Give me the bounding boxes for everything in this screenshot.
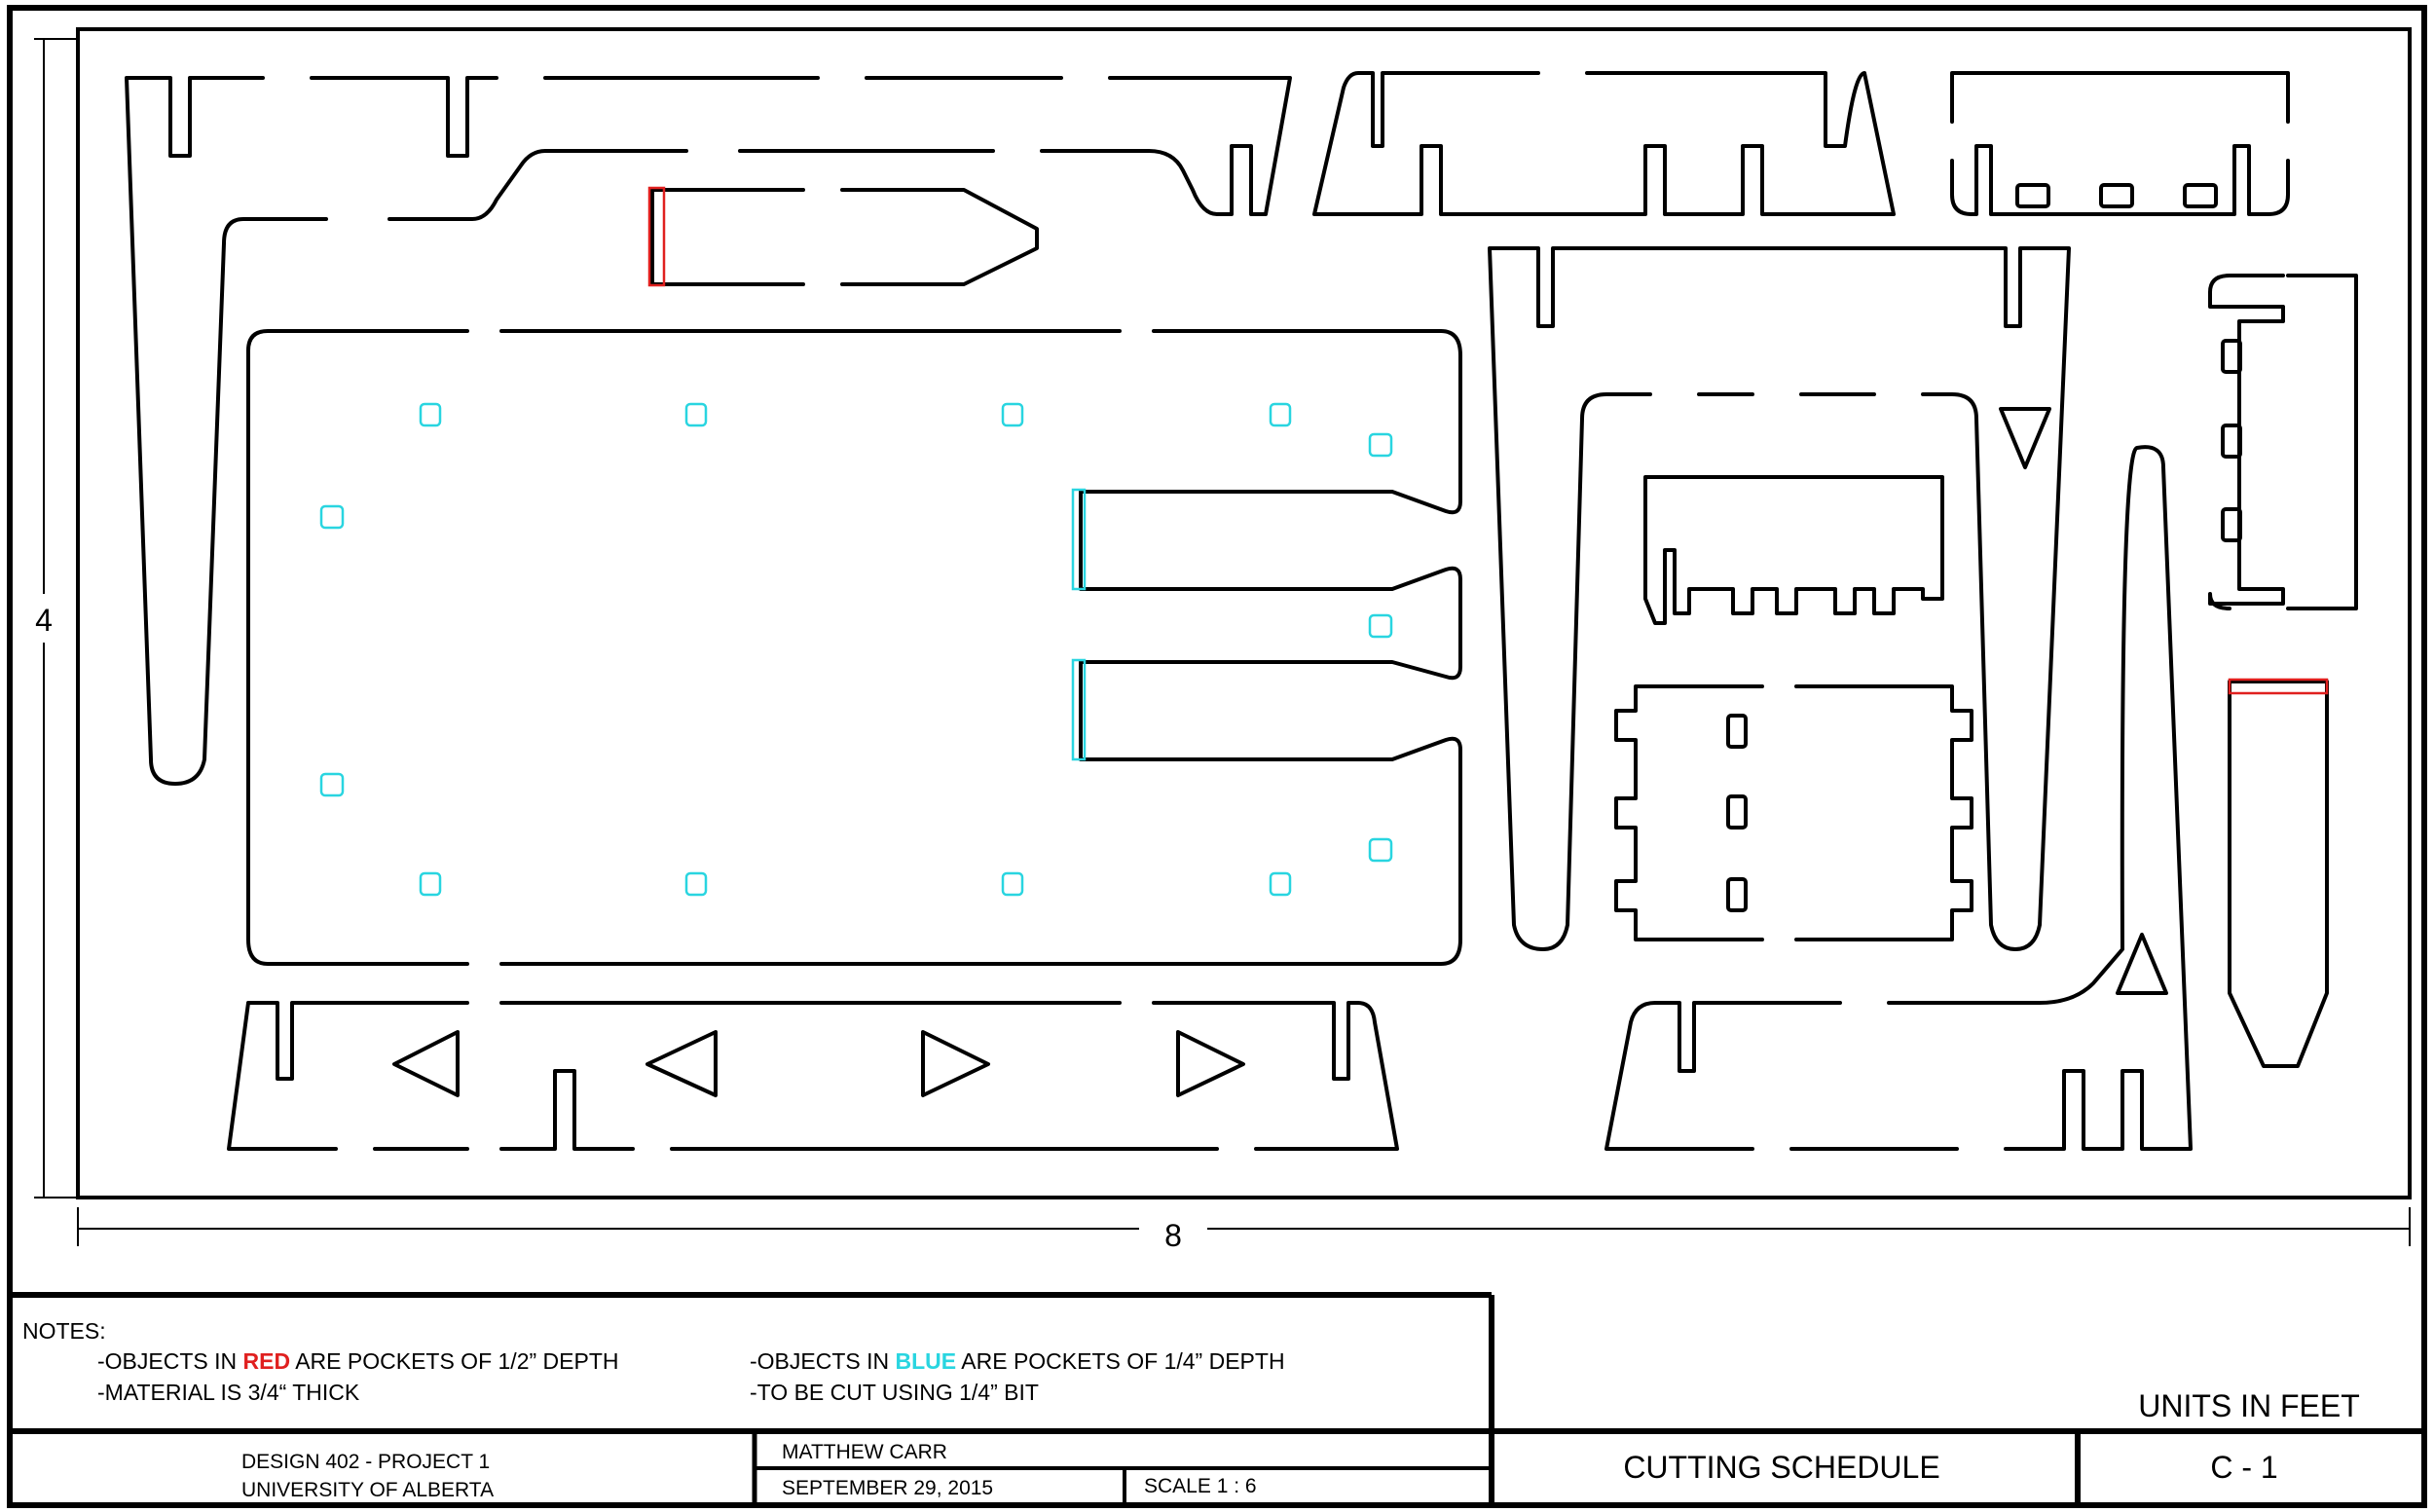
part-right-frame	[1488, 246, 2071, 951]
width-dimension-label: 8	[1164, 1218, 1182, 1253]
red-pocket-2	[2228, 678, 2329, 695]
course-label: DESIGN 402 - PROJECT 1	[241, 1451, 490, 1473]
drawing-title: CUTTING SCHEDULE	[1623, 1450, 1939, 1485]
blue-pocket-12	[1001, 871, 1024, 897]
slot-tray-2	[2099, 183, 2134, 208]
part-top-right-tray	[1950, 71, 2290, 216]
date-label: SEPTEMBER 29, 2015	[782, 1477, 993, 1499]
note-blue-suffix: ARE POCKETS OF 1/4” DEPTH	[956, 1348, 1284, 1374]
note-red-word: RED	[243, 1348, 291, 1374]
slot-tray-1	[2015, 183, 2050, 208]
blue-pocket-10	[419, 871, 442, 897]
slot-bracket-1	[2221, 339, 2242, 374]
school-label: UNIVERSITY OF ALBERTA	[241, 1479, 494, 1501]
part-long-leg	[125, 76, 1292, 786]
note-red-suffix: ARE POCKETS OF 1/2” DEPTH	[290, 1348, 618, 1374]
part-comb	[1643, 475, 1944, 625]
part-box-panel	[1614, 684, 1973, 941]
note-red-prefix: -OBJECTS IN	[97, 1348, 243, 1374]
part-arrow-top	[650, 188, 1039, 286]
outer-border	[7, 5, 2427, 1508]
triangle-cutout-4	[1176, 1030, 1245, 1097]
red-pockets	[647, 186, 2329, 695]
part-bottom-base	[227, 1001, 1399, 1151]
slot-box-1	[1726, 714, 1748, 749]
blue-pocket-6	[319, 504, 345, 530]
slot-box-3	[1726, 877, 1748, 912]
blue-pocket-13	[1269, 871, 1292, 897]
sheet-boundary	[76, 27, 2412, 1199]
slot-bracket-2	[2221, 424, 2242, 459]
author-label: MATTHEW CARR	[782, 1441, 947, 1463]
blue-pocket-7	[1368, 613, 1393, 639]
note-blue-prefix: -OBJECTS IN	[750, 1348, 896, 1374]
title-block: UNITS IN FEET DESIGN 402 - PROJECT 1 UNI…	[241, 1388, 2360, 1501]
cut-parts	[125, 71, 2358, 1151]
part-lower-right-leg	[1604, 445, 2193, 1151]
slot-box-2	[1726, 794, 1748, 830]
part-tall-point	[2228, 680, 2329, 1068]
part-far-right-bracket	[2208, 274, 2358, 610]
note-blue-word: BLUE	[896, 1348, 957, 1374]
blue-pocket-8	[319, 772, 345, 797]
part-top-bracket	[1312, 71, 1896, 216]
notes-section: NOTES: -OBJECTS IN RED ARE POCKETS OF 1/…	[22, 1318, 1285, 1405]
slot-bracket-3	[2221, 507, 2242, 542]
height-label-bg	[24, 594, 63, 643]
triangle-cutout-2	[645, 1030, 718, 1097]
units-label: UNITS IN FEET	[2138, 1388, 2360, 1423]
note-red-pockets: -OBJECTS IN RED ARE POCKETS OF 1/2” DEPT…	[97, 1348, 619, 1374]
blue-pocket-2	[684, 402, 708, 427]
blue-pocket-slot-2	[1071, 658, 1087, 761]
blue-pocket-1	[419, 402, 442, 427]
blue-pockets	[319, 402, 1393, 897]
note-blue-pockets: -OBJECTS IN BLUE ARE POCKETS OF 1/4” DEP…	[750, 1348, 1285, 1374]
blue-pocket-3	[1001, 402, 1024, 427]
note-material: -MATERIAL IS 3/4“ THICK	[97, 1380, 360, 1405]
part-large-panel	[246, 329, 1462, 966]
blue-pocket-11	[684, 871, 708, 897]
blue-pocket-9	[1368, 837, 1393, 863]
note-bit: -TO BE CUT USING 1/4” BIT	[750, 1380, 1039, 1405]
triangle-cutout-5	[1999, 407, 2051, 469]
sheet-number: C - 1	[2210, 1450, 2277, 1485]
blue-pocket-4	[1269, 402, 1292, 427]
slot-tray-3	[2183, 183, 2218, 208]
red-pocket-1	[647, 186, 666, 287]
triangle-cutout-1	[392, 1030, 460, 1097]
blue-pocket-slot-1	[1071, 488, 1087, 591]
blue-pocket-5	[1368, 432, 1393, 458]
height-dimension-label: 4	[35, 603, 53, 638]
triangle-cutout-6	[2116, 933, 2168, 995]
drawing-frame	[7, 5, 2427, 1508]
notes-heading: NOTES:	[22, 1318, 106, 1344]
scale-label: SCALE 1 : 6	[1144, 1475, 1257, 1497]
triangle-cutout-3	[921, 1030, 990, 1097]
